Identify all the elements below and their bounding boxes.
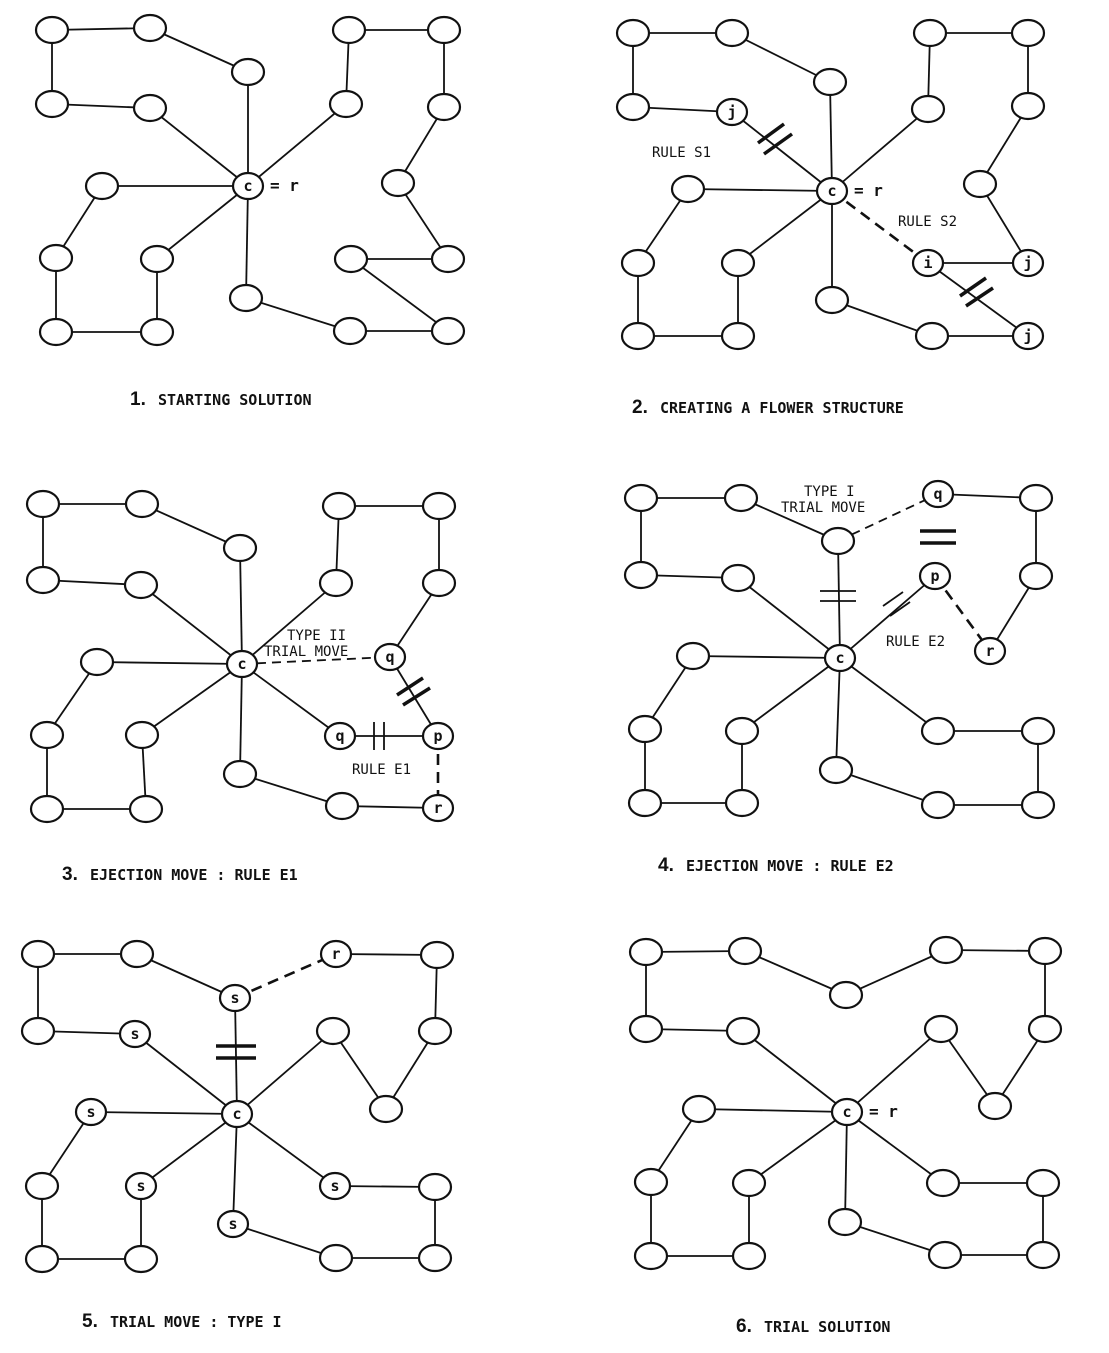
panel-5-node-s-right: s [330,1177,339,1195]
panel-2-node-i: i [923,254,932,272]
panel-1-nodes [34,13,466,347]
panel-2: j i j j c = r RULE S1 RULE S2 2. CREATIN… [615,18,1046,418]
panel-2-node-j-bottom: j [1023,327,1032,345]
panel-1-center-suffix: = r [270,176,299,195]
panel-3-node-q-top: q [385,648,394,666]
panel-3-number: 3. [62,864,78,885]
panel-4-caption: EJECTION MOVE : RULE E2 [686,857,894,875]
panel-5: s s s s s s r c 5. TRIAL MOVE : TYPE I [20,939,455,1332]
panel-2-rule-s1: RULE S1 [652,145,711,161]
panel-5-nodes [20,939,455,1274]
panel-4-nodes [623,479,1056,820]
panel-3-caption: EJECTION MOVE : RULE E1 [90,866,298,884]
panel-4-rule-e2: RULE E2 [886,634,945,650]
panel-6-caption: TRIAL SOLUTION [764,1318,890,1336]
panel-5-node-s-top: s [230,989,239,1007]
panel-2-caption: CREATING A FLOWER STRUCTURE [660,399,904,417]
panel-3-trial-line2: TRIAL MOVE [264,644,348,660]
panel-5-node-s-lower-left: s [136,1177,145,1195]
panel-2-node-j-right: j [1023,254,1032,272]
panel-2-rule-s2: RULE S2 [898,214,957,230]
panel-6-nodes [628,935,1063,1271]
panel-4-node-p: p [930,567,939,585]
panel-1-center-node [231,171,265,201]
panel-4-trial-line2: TRIAL MOVE [781,500,865,516]
panel-3-node-p: p [433,727,442,745]
panel-3-trial-line1: TYPE II [287,628,346,644]
panel-5-center-label: c [232,1105,241,1123]
panel-2-center-label: c [827,182,836,200]
panel-6: c = r 6. TRIAL SOLUTION [628,935,1063,1337]
panel-5-number: 5. [82,1311,98,1332]
panel-3-rule-e1: RULE E1 [352,762,411,778]
panel-5-node-s-upper-left: s [130,1025,139,1043]
panel-6-center-label: c [842,1103,851,1121]
panel-4-center-label: c [835,649,844,667]
panel-5-node-s-left: s [86,1103,95,1121]
panel-3-nodes [25,489,457,824]
panel-4-trial-line1: TYPE I [804,484,855,500]
panel-2-center-suffix: = r [854,181,883,200]
panel-3-node-r: r [433,799,442,817]
panel-5-node-s-bottom: s [228,1215,237,1233]
panel-2-nodes [615,18,1046,351]
panel-6-center-suffix: = r [869,1102,898,1121]
panel-2-number: 2. [632,397,648,418]
panel-3-node-q-left: q [335,727,344,745]
panel-6-number: 6. [736,1316,752,1337]
panel-4-node-r: r [985,642,994,660]
panel-3: q q p r c TYPE II TRIAL MOVE RULE E1 3. … [25,489,457,885]
panel-4-number: 4. [658,855,674,876]
panel-4: q p r c TYPE I TRIAL MOVE RULE E2 4. EJE… [623,479,1056,876]
panel-1-number: 1. [130,389,146,410]
panel-4-node-q: q [933,485,942,503]
panel-5-node-r: r [331,945,340,963]
panel-1-caption: STARTING SOLUTION [158,391,312,409]
panel-2-node-j-left: j [727,103,736,121]
panel-3-center-label: c [237,655,246,673]
panel-1-center-label: c [243,177,252,195]
panel-5-caption: TRIAL MOVE : TYPE I [110,1313,282,1331]
panel-1: c = r 1. STARTING SOLUTION [34,13,466,410]
